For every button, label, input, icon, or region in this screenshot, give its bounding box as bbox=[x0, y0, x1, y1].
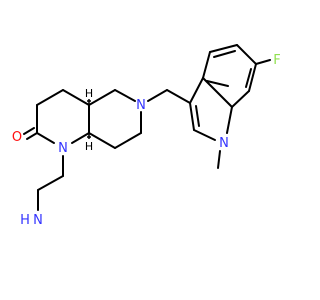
bond bbox=[202, 77, 233, 108]
bond bbox=[248, 63, 257, 92]
bond bbox=[26, 132, 38, 140]
n1-label: N bbox=[58, 141, 68, 156]
bond bbox=[166, 89, 191, 104]
stereo-h-top-label: H bbox=[85, 87, 93, 100]
bond bbox=[206, 80, 229, 87]
bond bbox=[217, 150, 221, 169]
fluorine-label: F bbox=[273, 53, 280, 68]
bond bbox=[255, 59, 271, 65]
bond bbox=[23, 127, 35, 135]
bond bbox=[209, 44, 238, 53]
stereo-h-bottom-label: H bbox=[85, 140, 93, 153]
molecular-structure: O N N N F H N H H bbox=[11, 44, 281, 228]
bond bbox=[37, 175, 64, 191]
bond bbox=[189, 77, 204, 104]
bond bbox=[114, 132, 142, 149]
bond bbox=[147, 89, 168, 102]
bond bbox=[236, 44, 257, 65]
bond bbox=[226, 106, 233, 134]
bond bbox=[189, 102, 195, 131]
bond bbox=[36, 132, 55, 144]
atom-labels: O N N N F H N H H bbox=[12, 53, 281, 228]
bond bbox=[202, 51, 211, 79]
bond bbox=[36, 89, 64, 106]
stereo-hashes bbox=[87, 99, 91, 139]
bond bbox=[231, 90, 250, 108]
bond bbox=[193, 129, 216, 141]
amine-n-label: N bbox=[33, 213, 43, 228]
n6-label: N bbox=[136, 98, 146, 113]
bond bbox=[71, 132, 90, 144]
bond bbox=[88, 89, 116, 106]
bond bbox=[195, 105, 200, 127]
indole-n-label: N bbox=[219, 136, 229, 151]
bond bbox=[88, 132, 116, 149]
bond bbox=[245, 68, 252, 88]
oxygen-label: O bbox=[12, 130, 22, 145]
amine-h-label: H bbox=[20, 213, 30, 228]
bond bbox=[114, 89, 136, 102]
bond bbox=[213, 50, 236, 58]
bond bbox=[62, 89, 90, 106]
bond-lines bbox=[23, 44, 271, 211]
